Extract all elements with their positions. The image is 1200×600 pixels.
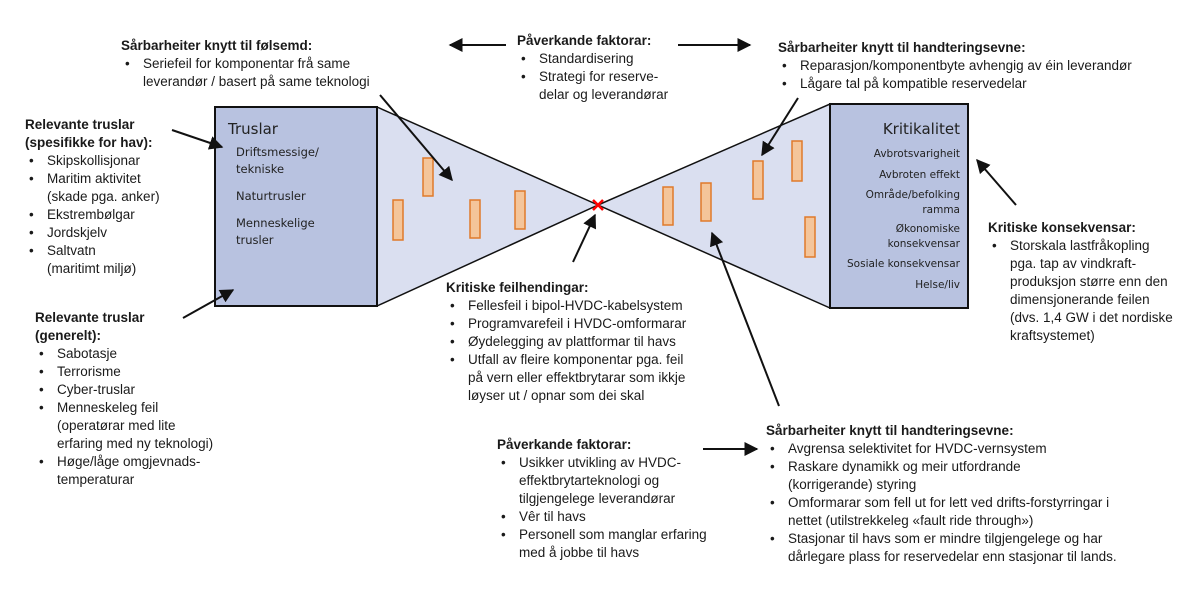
threats-box: [214, 106, 378, 307]
criticality-item: ramma: [922, 204, 960, 216]
criticality-box-label: Kritikalitet Avbrotsvarigheit Avbroten e…: [838, 120, 960, 294]
threat-type: tekniske: [236, 162, 285, 176]
list-item: Saltvatn(maritimt miljø): [25, 242, 160, 278]
list-item: Stasjonar til havs som er mindre tilgjen…: [766, 530, 1117, 566]
criticality-item: Økonomiske: [895, 223, 960, 235]
barrier: [791, 140, 803, 182]
criticality-item: Helse/liv: [915, 279, 960, 291]
threat-type: Driftsmessige/: [236, 145, 319, 159]
arrow-handling-top: [761, 97, 799, 157]
threat-type: trusler: [236, 233, 274, 247]
list-item: Vêr til havs: [497, 508, 707, 526]
threat-type: Menneskelige: [236, 216, 315, 230]
list-item: Høge/låge omgjevnads-temperaturar: [35, 453, 213, 489]
barrier: [752, 160, 764, 200]
list-item: Programvarefeil i HVDC-omformarar: [446, 315, 686, 333]
threat-type: Naturtrusler: [236, 189, 306, 203]
threats-box-label: Truslar Driftsmessige/ tekniske Naturtru…: [228, 120, 319, 249]
list-item: Avgrensa selektivitet for HVDC-vernsyste…: [766, 440, 1117, 458]
arrow-consequences: [976, 158, 1017, 206]
criticality-item: Område/befolking: [865, 189, 960, 201]
sensitivity-vulnerabilities: Sårbarheiter knytt til følsemd: Seriefei…: [121, 37, 370, 91]
list-item: Øydelegging av plattformar til havs: [446, 333, 686, 351]
threat-funnel: [376, 105, 600, 308]
sensitivity-title: Sårbarheiter knytt til følsemd:: [121, 38, 313, 53]
barrier: [392, 199, 404, 241]
handling-title: Sårbarheiter knytt til handteringsevne:: [778, 40, 1026, 55]
list-item: Jordskjelv: [25, 224, 160, 242]
list-item: Menneskeleg feil(operatørar med liteerfa…: [35, 399, 213, 453]
arrow-handling-bottom-to-funnel: [710, 231, 780, 407]
list-item: Lågare tal på kompatible reservedelar: [778, 75, 1132, 93]
critical-consequences-title: Kritiske konsekvensar:: [988, 220, 1136, 235]
barrier: [700, 182, 712, 222]
criticality-item: Sosiale konsekvensar: [847, 258, 960, 270]
arrow-threats-sea: [171, 129, 224, 150]
critical-consequences: Kritiske konsekvensar: Storskala lastfrå…: [988, 219, 1173, 345]
criticality-item: Avbroten effekt: [879, 169, 960, 181]
list-item: Fellesfeil i bipol-HVDC-kabelsystem: [446, 297, 686, 315]
handling-bottom-title: Sårbarheiter knytt til handteringsevne:: [766, 423, 1014, 438]
criticality-title: Kritikalitet: [882, 120, 960, 138]
arrow-critical-failures: [572, 213, 596, 263]
influencing-factors-top: Påverkande faktorar: Standardisering Str…: [517, 32, 668, 104]
threats-sea-title: Relevante truslar(spesifikke for hav):: [25, 117, 153, 150]
barriers-right: [662, 140, 816, 258]
list-item: Strategi for reserve-delar og leverandør…: [517, 68, 668, 104]
influencing-factors-bottom: Påverkande faktorar: Usikker utvikling a…: [497, 436, 707, 562]
threats-title: Truslar: [228, 120, 278, 138]
influencing-bottom-title: Påverkande faktorar:: [497, 437, 632, 452]
list-item: Skipskollisjonar: [25, 152, 160, 170]
list-item: Ekstrembølgar: [25, 206, 160, 224]
list-item: Sabotasje: [35, 345, 213, 363]
barrier: [804, 216, 816, 258]
barriers-left: [392, 157, 526, 241]
arrow-sensitivity: [379, 94, 453, 182]
critical-failures: Kritiske feilhendingar: Fellesfeil i bip…: [446, 279, 686, 405]
threats-sea: Relevante truslar(spesifikke for hav): S…: [25, 116, 160, 278]
barrier: [514, 190, 526, 230]
criticality-item: Avbrotsvarigheit: [873, 148, 960, 160]
list-item: Standardisering: [517, 50, 668, 68]
barrier: [469, 199, 481, 239]
arrow-threats-general: [182, 289, 235, 319]
list-item: Seriefeil for komponentar frå samelevera…: [121, 55, 370, 91]
consequence-funnel: [596, 102, 831, 310]
list-item: Cyber-truslar: [35, 381, 213, 399]
list-item: Usikker utvikling av HVDC-effektbrytarte…: [497, 454, 707, 508]
criticality-item: konsekvensar: [887, 238, 960, 250]
handling-vulnerabilities-top: Sårbarheiter knytt til handteringsevne: …: [778, 39, 1132, 93]
list-item: Omformarar som fell ut for lett ved drif…: [766, 494, 1117, 530]
threats-general: Relevante truslar(generelt): Sabotasje T…: [35, 309, 213, 489]
list-item: Terrorisme: [35, 363, 213, 381]
list-item: Raskare dynamikk og meir utfordrande(kor…: [766, 458, 1117, 494]
influencing-title: Påverkande faktorar:: [517, 33, 652, 48]
list-item: Utfall av fleire komponentar pga. feilpå…: [446, 351, 686, 405]
critical-event-mark-icon: [592, 199, 604, 211]
handling-vulnerabilities-bottom: Sårbarheiter knytt til handteringsevne: …: [766, 422, 1117, 566]
barrier: [422, 157, 434, 197]
list-item: Reparasjon/komponentbyte avhengig av éin…: [778, 57, 1132, 75]
barrier: [662, 186, 674, 226]
critical-failures-title: Kritiske feilhendingar:: [446, 280, 589, 295]
criticality-box: [829, 103, 969, 309]
threats-general-title: Relevante truslar(generelt):: [35, 310, 145, 343]
list-item: Maritim aktivitet(skade pga. anker): [25, 170, 160, 206]
